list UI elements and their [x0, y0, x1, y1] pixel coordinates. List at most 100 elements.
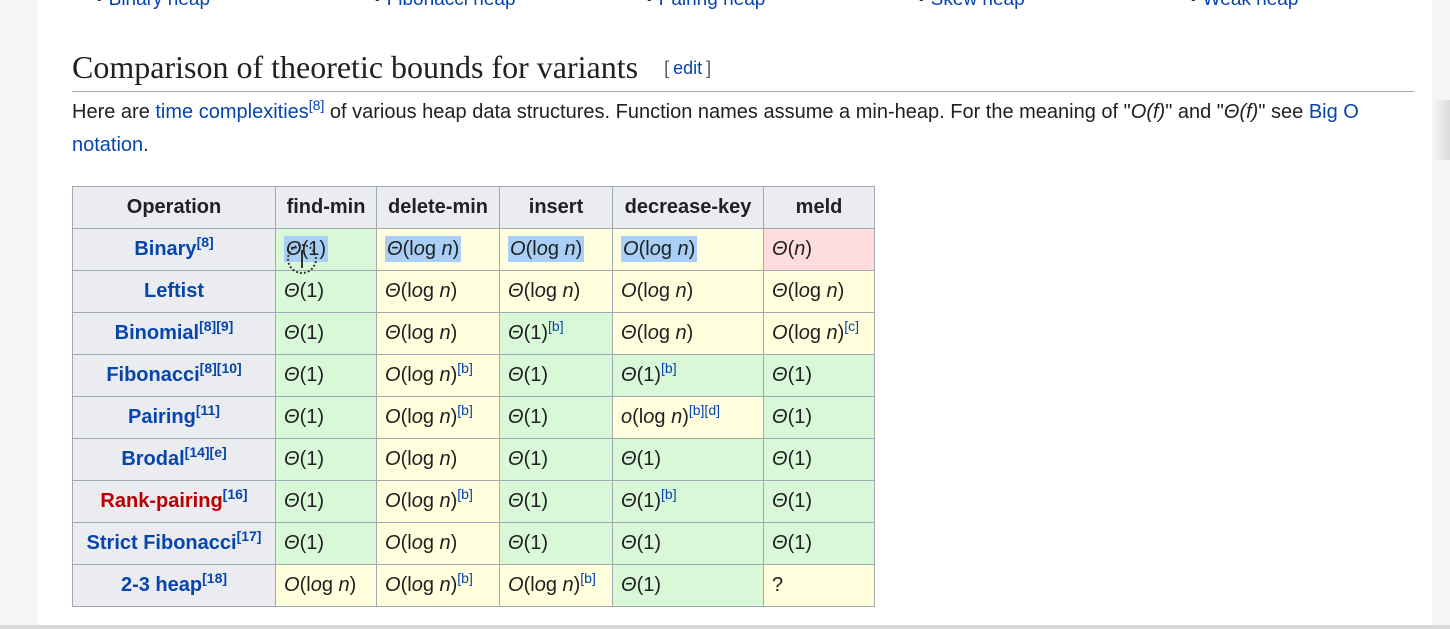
footnote-ref[interactable]: [b][d]	[688, 402, 720, 418]
complexity-cell: O(log n)	[376, 438, 500, 481]
complexity-value: Θ(1)	[772, 406, 813, 428]
citation-ref[interactable]: [8][9]	[199, 318, 234, 334]
list-item-link[interactable]: Skew heap	[931, 0, 1025, 10]
table-row: Pairing[11]Θ(1)O(log n)[b]Θ(1)o(log n)[b…	[72, 396, 875, 439]
row-header: Rank-pairing[16]	[72, 480, 276, 523]
complexity-value: Θ(log n)	[621, 322, 694, 344]
row-header: Strict Fibonacci[17]	[72, 522, 276, 565]
list-item[interactable]: •Fibonacci heap	[374, 0, 516, 11]
table-row: Binomial[8][9]Θ(1)Θ(log n)Θ(1)[b]Θ(log n…	[72, 312, 875, 355]
citation-ref[interactable]: [17]	[236, 528, 262, 544]
citation-ref[interactable]: [18]	[202, 570, 228, 586]
complexity-value: o(log n)	[621, 406, 689, 428]
heap-variant-link[interactable]: Pairing	[128, 406, 196, 428]
column-header: decrease-key	[612, 186, 764, 229]
footnote-ref[interactable]: [b]	[457, 570, 473, 586]
footnote-ref[interactable]: [b]	[457, 486, 473, 502]
heap-variant-link[interactable]: Leftist	[144, 280, 204, 302]
footnote-ref[interactable]: [b]	[580, 570, 596, 586]
citation-ref[interactable]: [8][10]	[199, 360, 242, 376]
citation-ref[interactable]: [11]	[195, 402, 220, 418]
citation-ref[interactable]: [14][e]	[184, 444, 227, 460]
complexity-cell: Θ(1)	[275, 396, 377, 439]
complexity-cell: Θ(1)	[499, 438, 613, 481]
big-o-notation-link[interactable]: Big O notation	[72, 101, 1359, 156]
complexity-cell: O(log n)[b]	[376, 564, 500, 607]
list-item[interactable]: •Weak heap	[1190, 0, 1298, 11]
complexity-cell: Θ(1)	[275, 228, 377, 271]
edit-link[interactable]: edit	[673, 58, 703, 78]
complexity-cell: Θ(1)	[275, 522, 377, 565]
complexity-value: Θ(1)	[772, 532, 813, 554]
heap-variant-link[interactable]: Binary	[134, 238, 197, 260]
footnote-ref[interactable]: [b]	[661, 360, 677, 376]
list-item-link[interactable]: Binary heap	[109, 0, 210, 10]
heap-variant-link[interactable]: Fibonacci	[106, 364, 200, 386]
heap-variant-link[interactable]: Strict Fibonacci	[86, 532, 237, 554]
complexity-cell: Θ(1)[b]	[612, 354, 764, 397]
complexity-value: Θ(1)	[772, 448, 813, 470]
edit-section: [edit]	[664, 58, 712, 78]
row-header: Leftist	[72, 270, 276, 313]
complexity-value: O(log n)	[621, 280, 694, 302]
table-row: Fibonacci[8][10]Θ(1)O(log n)[b]Θ(1)Θ(1)[…	[72, 354, 875, 397]
complexity-cell: Θ(log n)	[376, 312, 500, 355]
footnote-ref[interactable]: [b]	[457, 402, 473, 418]
complexity-cell: o(log n)[b][d]	[612, 396, 764, 439]
complexity-value: Θ(1)	[508, 490, 549, 512]
complexity-cell: Θ(1)	[275, 270, 377, 313]
complexity-cell: Θ(1)	[275, 354, 377, 397]
time-complexities-link[interactable]: time complexities	[155, 101, 309, 123]
citation-ref[interactable]: [16]	[222, 486, 248, 502]
complexity-value: Θ(1)	[284, 448, 325, 470]
complexity-cell: O(log n)	[499, 228, 613, 271]
footnote-ref[interactable]: [b]	[457, 360, 473, 376]
list-item-link[interactable]: Weak heap	[1203, 0, 1299, 10]
table-header-row: Operation find-min delete-min insert dec…	[72, 186, 875, 229]
complexity-cell: Θ(1)	[499, 522, 613, 565]
table-row: Brodal[14][e]Θ(1)O(log n)Θ(1)Θ(1)Θ(1)	[72, 438, 875, 481]
complexity-cell: Θ(1)	[275, 438, 377, 481]
complexity-cell: Θ(1)	[612, 564, 764, 607]
heap-variant-link[interactable]: 2-3 heap	[120, 574, 203, 596]
complexity-value: Θ(log n)	[385, 236, 462, 262]
list-item[interactable]: •Skew heap	[918, 0, 1025, 11]
complexity-cell: Θ(1)[b]	[612, 480, 764, 523]
footnote-ref[interactable]: [b]	[661, 486, 677, 502]
section-heading: Comparison of theoretic bounds for varia…	[72, 44, 1414, 92]
column-header: insert	[499, 186, 613, 229]
complexity-cell: Θ(log n)	[612, 312, 764, 355]
list-item[interactable]: •Binary heap	[96, 0, 210, 11]
complexity-cell: Θ(log n)	[763, 270, 875, 313]
complexity-cell: O(log n)	[275, 564, 377, 607]
table-row: 2-3 heap[18]O(log n)O(log n)[b]O(log n)[…	[72, 564, 875, 607]
heap-variant-link[interactable]: Rank-pairing	[100, 490, 223, 512]
footnote-ref[interactable]: [b]	[548, 318, 564, 334]
complexity-cell: ?	[763, 564, 875, 607]
complexity-cell: Θ(log n)	[499, 270, 613, 313]
list-item-link[interactable]: Fibonacci heap	[387, 0, 516, 10]
heap-variant-link[interactable]: Binomial	[114, 322, 200, 344]
citation-ref[interactable]: [8]	[308, 97, 325, 113]
citation-ref[interactable]: [8]	[196, 234, 214, 250]
complexity-cell: O(log n)[b]	[376, 396, 500, 439]
complexity-cell: Θ(n)	[763, 228, 875, 271]
complexity-cell: O(log n)[b]	[499, 564, 613, 607]
scroll-handle[interactable]	[1432, 100, 1450, 160]
complexity-cell: O(log n)[c]	[763, 312, 875, 355]
heap-variant-link[interactable]: Brodal	[121, 448, 185, 470]
complexity-value: Θ(1)	[621, 574, 662, 596]
list-item[interactable]: •Pairing heap	[646, 0, 765, 11]
article-page: •Binary heap •Fibonacci heap •Pairing he…	[38, 0, 1432, 629]
complexity-value: O(log n)	[385, 406, 458, 428]
list-item-link[interactable]: Pairing heap	[659, 0, 766, 10]
bottom-border	[0, 625, 1450, 629]
complexity-value: O(log n)	[508, 574, 581, 596]
complexity-value: Θ(log n)	[385, 322, 458, 344]
footnote-ref[interactable]: [c]	[844, 318, 860, 334]
complexity-value: O(log n)	[385, 532, 458, 554]
complexity-cell: O(log n)[b]	[376, 354, 500, 397]
complexity-value: Θ(log n)	[508, 280, 581, 302]
complexity-value: Θ(1)	[621, 490, 662, 512]
